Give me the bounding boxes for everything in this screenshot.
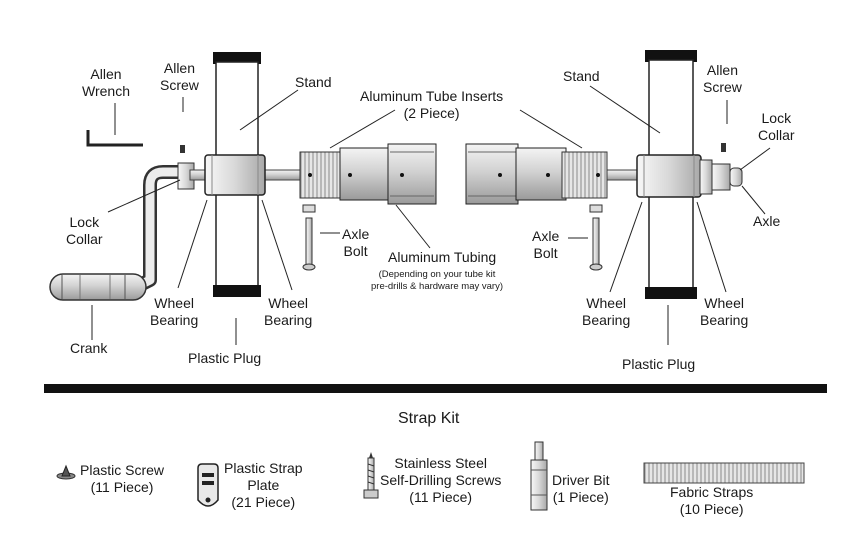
label-stand-left: Stand xyxy=(295,74,332,90)
lock-collar-right-part xyxy=(699,143,743,195)
strap-kit-item-fabric-straps: Fabric Straps(10 Piece) xyxy=(670,484,754,517)
self-drilling-screw-icon xyxy=(363,452,379,499)
axle-bolt-right-part xyxy=(589,204,603,271)
crank-handle xyxy=(49,165,182,301)
leader-lines xyxy=(91,85,771,345)
label-tube-inserts: Aluminum Tube Inserts(2 Piece) xyxy=(360,88,504,121)
plastic-screw-icon xyxy=(56,464,76,480)
label-plastic-plug-right: Plastic Plug xyxy=(622,356,696,372)
label-axle: Axle xyxy=(753,213,781,229)
strap-kit-title: Strap Kit xyxy=(398,410,460,427)
axle-bolt-left-part xyxy=(302,204,316,271)
driver-bit-icon xyxy=(530,441,548,511)
allen-wrench-icon xyxy=(86,130,143,147)
strap-plate-icon xyxy=(197,463,219,507)
label-plastic-plug-left: Plastic Plug xyxy=(188,350,262,366)
lock-collar-left-part xyxy=(177,145,195,190)
axle-shaft xyxy=(189,169,704,181)
fabric-straps-icon xyxy=(643,462,805,484)
aluminum-tubing-right xyxy=(465,143,608,205)
label-aluminum-tubing: Aluminum Tubing xyxy=(388,249,497,265)
strap-kit-item-plastic-screw: Plastic Screw(11 Piece) xyxy=(80,462,165,495)
aluminum-tubing-left xyxy=(299,143,437,205)
label-crank: Crank xyxy=(70,340,108,356)
strap-kit-item-driver-bit: Driver Bit(1 Piece) xyxy=(552,472,610,505)
label-stand-right: Stand xyxy=(563,68,600,84)
stand-left-part xyxy=(204,52,266,297)
stand-right-part xyxy=(636,50,702,299)
section-divider xyxy=(44,384,827,393)
